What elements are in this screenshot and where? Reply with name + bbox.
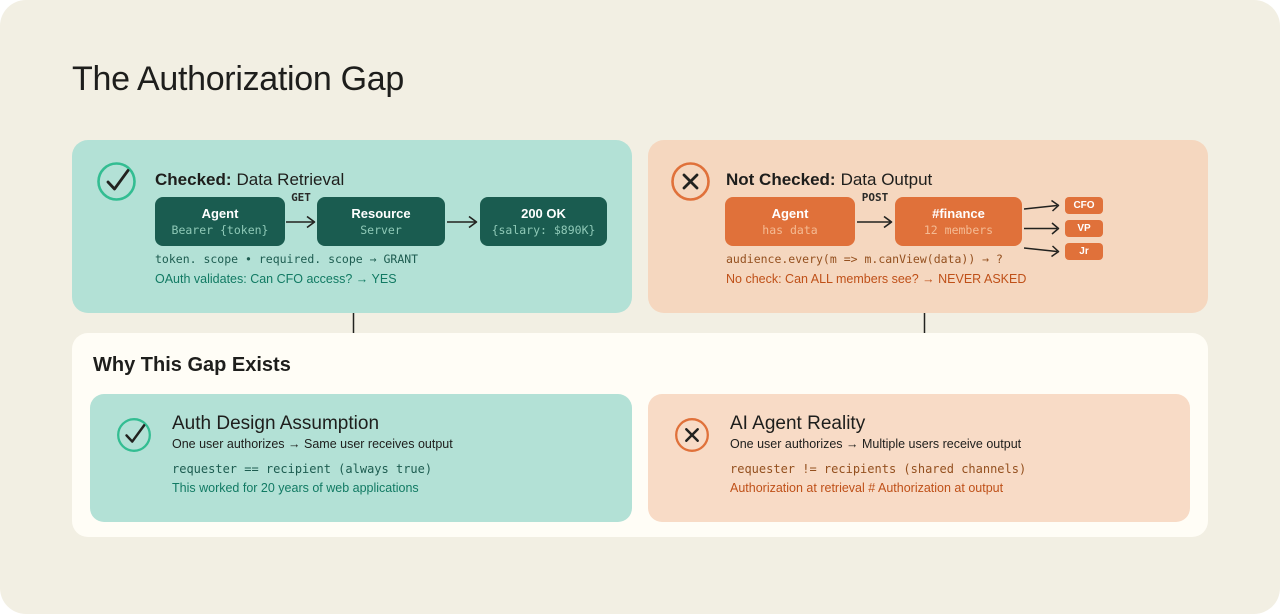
checked-code-line: token. scope • required. scope → GRANT	[155, 252, 419, 266]
card-title: AI Agent Reality	[730, 413, 866, 434]
flow-node-agent-data: Agent has data	[725, 197, 855, 246]
flow-node-subtitle: Server	[360, 223, 402, 237]
fanout-arrows-icon	[1024, 197, 1063, 261]
right-arrow-icon	[857, 215, 893, 229]
recipient-vp: VP	[1065, 220, 1103, 237]
right-arrow-icon	[447, 215, 478, 229]
flow-node-finance-channel: #finance 12 members	[895, 197, 1022, 246]
check-circle-icon	[116, 417, 152, 453]
flow-node-200-ok: 200 OK {salary: $890K}	[480, 197, 607, 246]
checked-heading-rest: Data Retrieval	[236, 170, 345, 189]
flow-node-title: Agent	[771, 206, 809, 221]
not-checked-heading-bold: Not Checked:	[726, 170, 836, 189]
post-arrow-label: POST	[861, 191, 889, 204]
why-gap-heading: Why This Gap Exists	[93, 354, 291, 376]
card-code-line: requester == recipient (always true)	[172, 462, 433, 476]
ai-agent-reality-card: AI Agent Reality One user authorizes → M…	[648, 394, 1190, 522]
card-note-line: This worked for 20 years of web applicat…	[172, 481, 419, 495]
flow-node-title: Resource	[351, 206, 411, 221]
not-checked-note-line: No check: Can ALL members see? → NEVER A…	[726, 272, 1027, 286]
flow-node-title: #finance	[932, 206, 985, 221]
recipient-jr: Jr	[1065, 243, 1103, 260]
response-arrow	[447, 215, 478, 229]
flow-node-title: Agent	[201, 206, 239, 221]
recipient-cfo: CFO	[1065, 197, 1103, 214]
auth-design-card: Auth Design Assumption One user authoriz…	[90, 394, 632, 522]
card-note-line: Authorization at retrieval # Authorizati…	[730, 481, 1004, 495]
not-checked-panel-heading: Not Checked:Data Output	[726, 170, 932, 190]
not-checked-heading-rest: Data Output	[840, 170, 933, 189]
x-circle-icon	[674, 417, 710, 453]
flow-node-agent-token: Agent Bearer {token}	[155, 197, 285, 246]
post-arrow: POST	[857, 191, 893, 229]
flow-node-subtitle: Bearer {token}	[171, 223, 269, 237]
not-checked-code-line: audience.every(m => m.canView(data)) → ?	[726, 252, 1003, 266]
page-title: The Authorization Gap	[72, 60, 405, 98]
right-arrow-icon	[286, 215, 316, 229]
checked-panel-heading: Checked:Data Retrieval	[155, 170, 344, 190]
flow-node-subtitle: 12 members	[923, 223, 994, 237]
checked-panel: Checked:Data Retrieval Agent Bearer {tok…	[72, 140, 632, 313]
card-title: Auth Design Assumption	[172, 413, 380, 434]
get-arrow-label: GET	[291, 191, 311, 204]
checked-note-line: OAuth validates: Can CFO access? → YES	[155, 272, 397, 286]
get-arrow: GET	[286, 191, 316, 229]
flow-node-resource-server: Resource Server	[317, 197, 445, 246]
card-subtitle: One user authorizes → Multiple users rec…	[730, 437, 1022, 451]
card-code-line: requester != recipients (shared channels…	[730, 462, 1027, 476]
checked-heading-bold: Checked:	[155, 170, 232, 189]
check-circle-icon	[96, 161, 137, 202]
flow-node-subtitle: {salary: $890K}	[491, 223, 596, 237]
flow-node-subtitle: has data	[762, 223, 818, 237]
why-gap-panel: Why This Gap Exists Auth Design Assumpti…	[72, 333, 1208, 537]
not-checked-panel: Not Checked:Data Output Agent has data P…	[648, 140, 1208, 313]
flow-node-title: 200 OK	[521, 206, 566, 221]
x-circle-icon	[670, 161, 711, 202]
card-subtitle: One user authorizes → Same user receives…	[172, 437, 453, 451]
